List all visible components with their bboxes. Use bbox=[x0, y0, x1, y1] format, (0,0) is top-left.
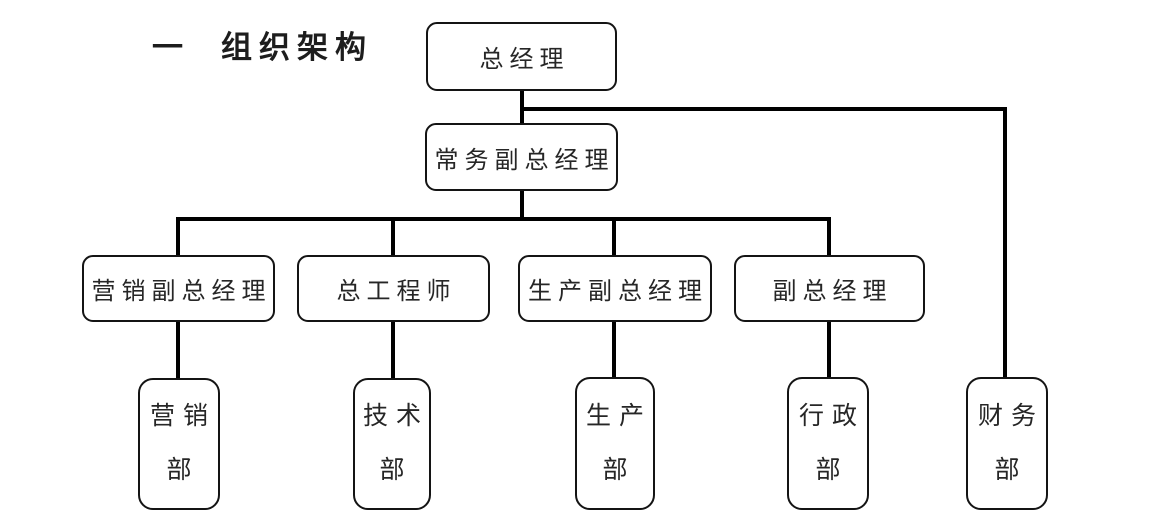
node-production-dept-line2: 部 bbox=[602, 456, 636, 484]
connector-egm-down bbox=[520, 189, 524, 219]
node-finance-dept: 财务 部 bbox=[966, 377, 1048, 510]
node-general-manager: 总经理 bbox=[426, 22, 617, 91]
connector-drop-production-gm bbox=[612, 217, 616, 257]
section-title: 组织架构 bbox=[221, 30, 373, 65]
section-heading: 一 组织架构 bbox=[152, 22, 373, 67]
node-finance-dept-line1: 财务 bbox=[977, 402, 1044, 430]
node-marketing-dept: 营销 部 bbox=[138, 378, 220, 510]
connector-production-dept bbox=[612, 320, 616, 380]
node-admin-dept-line2: 部 bbox=[815, 456, 849, 484]
node-production-dept-line1: 生产 bbox=[585, 402, 652, 430]
section-number: 一 bbox=[152, 30, 183, 65]
node-technical-dept-line2: 部 bbox=[379, 457, 413, 484]
connector-managers-bus bbox=[176, 217, 831, 221]
node-deputy-gm-label: 副总经理 bbox=[772, 279, 893, 305]
node-production-dept: 生产 部 bbox=[575, 377, 655, 510]
connector-drop-marketing-gm bbox=[176, 217, 180, 257]
node-finance-dept-line2: 部 bbox=[994, 456, 1028, 484]
node-executive-deputy-gm-label: 常务副总经理 bbox=[434, 147, 615, 174]
connector-drop-chief-engineer bbox=[391, 217, 395, 257]
node-production-deputy-gm-label: 生产副总经理 bbox=[528, 279, 708, 305]
node-marketing-deputy-gm: 营销副总经理 bbox=[82, 255, 275, 322]
node-general-manager-label: 总经理 bbox=[479, 47, 570, 73]
node-executive-deputy-gm: 常务副总经理 bbox=[425, 123, 618, 191]
connector-finance-vertical bbox=[1003, 107, 1007, 379]
node-chief-engineer-label: 总工程师 bbox=[336, 279, 457, 305]
connector-marketing-dept bbox=[176, 320, 180, 380]
node-marketing-deputy-gm-label: 营销副总经理 bbox=[91, 279, 272, 305]
node-chief-engineer: 总工程师 bbox=[297, 255, 490, 322]
connector-gm-finance-horizontal bbox=[520, 107, 1007, 111]
node-production-deputy-gm: 生产副总经理 bbox=[518, 255, 712, 322]
node-deputy-gm: 副总经理 bbox=[734, 255, 925, 322]
node-technical-dept: 技术 部 bbox=[353, 378, 431, 510]
node-admin-dept-line1: 行政 bbox=[798, 402, 865, 430]
node-marketing-dept-line2: 部 bbox=[166, 457, 200, 484]
node-marketing-dept-line1: 营销 bbox=[149, 403, 216, 430]
connector-technical-dept bbox=[391, 320, 395, 380]
connector-admin-dept bbox=[827, 320, 831, 380]
node-technical-dept-line1: 技术 bbox=[363, 403, 430, 430]
node-admin-dept: 行政 部 bbox=[787, 377, 869, 510]
connector-drop-deputy-gm bbox=[827, 217, 831, 257]
